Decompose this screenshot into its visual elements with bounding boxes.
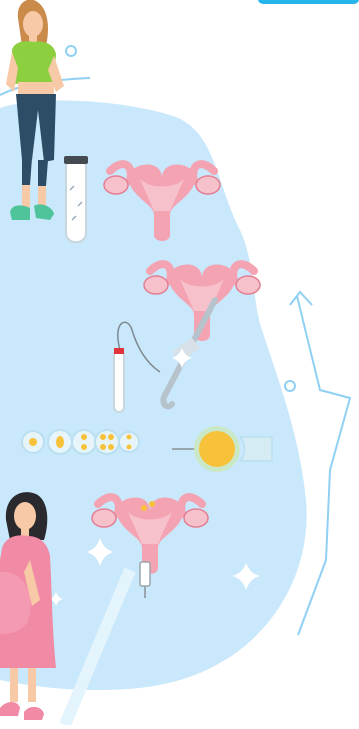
top-button-edge[interactable] bbox=[258, 0, 359, 4]
accent-circle-top bbox=[66, 46, 76, 56]
test-tube-icon bbox=[64, 156, 88, 242]
accent-circle-right bbox=[285, 381, 295, 391]
accent-arrow-head bbox=[290, 292, 312, 305]
accent-arrow-line bbox=[297, 296, 350, 635]
